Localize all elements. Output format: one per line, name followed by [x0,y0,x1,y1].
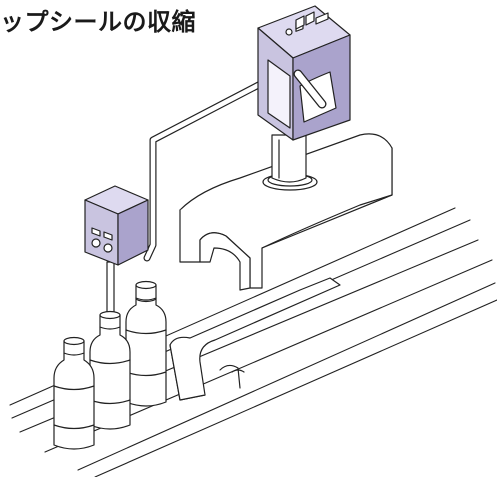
bottle-back [125,280,167,407]
bottle-middle [89,310,131,430]
connecting-pipe [143,62,299,262]
shrink-tunnel [179,133,393,291]
heater-column [262,134,318,191]
diagram-title: ップシールの収縮 [0,8,196,36]
bottle-front [53,336,95,450]
heater-device [257,5,351,141]
bottles [53,280,167,450]
conveyor-belt [169,277,341,401]
